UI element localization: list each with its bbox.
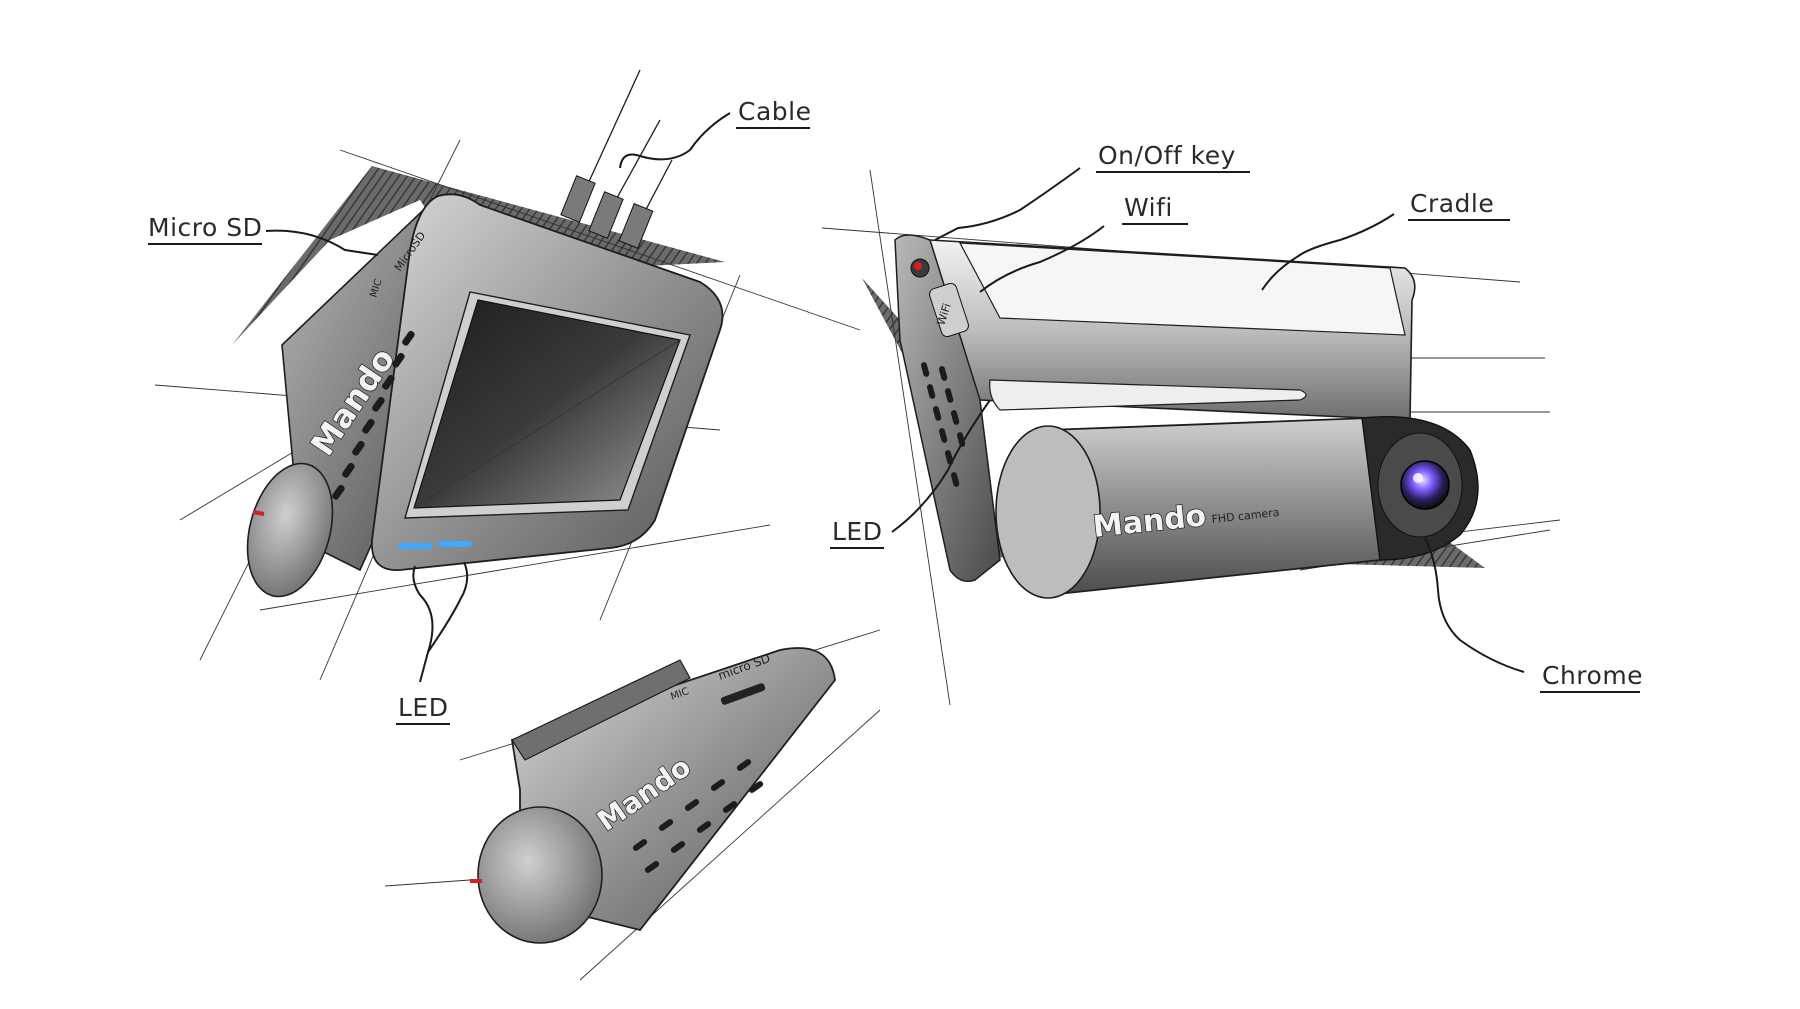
blue-led-strip (398, 541, 472, 549)
vent-slots-left (332, 330, 415, 500)
camera-barrel-end (995, 425, 1101, 599)
label-micro-sd: Micro SD (148, 213, 262, 242)
label-wifi: Wifi (1124, 193, 1173, 222)
display-screen (413, 299, 681, 509)
bottom-end-cap (477, 806, 603, 944)
red-indicator-left (252, 510, 265, 516)
callout-micro-sd: Micro SD (148, 213, 379, 256)
callout-chrome: Chrome (1424, 537, 1643, 693)
label-cradle: Cradle (1410, 189, 1494, 218)
label-chrome: Chrome (1542, 661, 1643, 690)
right-dashcam-camera-view: WiFi Mando FHD camera (821, 169, 1561, 706)
bottom-mount-tab (511, 659, 691, 761)
label-led-right: LED (832, 517, 882, 546)
vent-slots-bottom (632, 759, 764, 873)
right-side-wall (894, 234, 1001, 582)
callout-led-right: LED (830, 399, 991, 549)
callout-cradle: Cradle (1261, 189, 1510, 291)
camera-lens (1400, 460, 1450, 510)
callout-led-left: LED (396, 561, 469, 725)
callout-wifi: Wifi (979, 193, 1188, 293)
label-cable: Cable (738, 97, 811, 126)
mic-print-left: MIC (368, 278, 384, 299)
vent-slots-right (920, 362, 966, 487)
cable-plugs (560, 69, 673, 249)
label-on-off-key: On/Off key (1098, 141, 1236, 170)
label-led-left: LED (398, 693, 448, 722)
left-dashcam-screen-view: Mando MIC MicroSD (154, 69, 861, 681)
left-end-cap (246, 462, 334, 598)
callout-on-off-key: On/Off key (934, 141, 1250, 241)
chrome-strip (989, 379, 1307, 411)
wifi-button (929, 282, 969, 338)
callout-cable: Cable (619, 97, 811, 169)
bottom-dashcam-side-view: Mando MIC micro SD (384, 629, 881, 981)
cradle-top-plate (958, 242, 1406, 336)
microsd-slot-bottom (720, 683, 766, 705)
